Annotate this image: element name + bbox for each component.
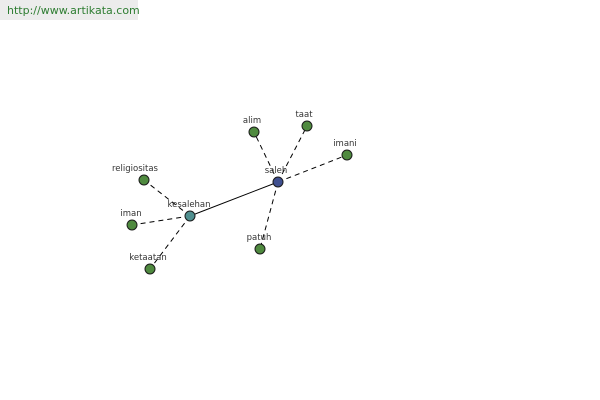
node-label-religiositas: religiositas xyxy=(112,164,159,174)
url-bar: http://www.artikata.com xyxy=(0,0,140,20)
node-label-alim: alim xyxy=(243,116,261,126)
node-label-ketaatan: ketaatan xyxy=(129,253,167,263)
edge-kesalehan-iman xyxy=(131,215,191,226)
node-label-saleh: saleh xyxy=(265,166,288,176)
node-label-taat: taat xyxy=(295,110,313,120)
node-label-iman: iman xyxy=(120,209,141,219)
edge-saleh-taat xyxy=(277,125,308,183)
node-religiositas[interactable] xyxy=(138,174,150,186)
node-iman[interactable] xyxy=(126,219,138,231)
node-kesalehan[interactable] xyxy=(184,210,196,222)
edge-kesalehan-ketaatan xyxy=(149,215,191,270)
node-saleh[interactable] xyxy=(272,176,284,188)
site-url-link[interactable]: http://www.artikata.com xyxy=(7,4,140,17)
edge-saleh-patuh xyxy=(259,181,279,250)
node-ketaatan[interactable] xyxy=(144,263,156,275)
edge-saleh-alim xyxy=(253,131,279,183)
edge-saleh-kesalehan xyxy=(189,181,279,217)
node-label-kesalehan: kesalehan xyxy=(167,200,210,210)
edge-kesalehan-religiositas xyxy=(143,179,191,217)
graph-labels: saleh kesalehan alim taat imani patuh religios… xyxy=(112,110,357,263)
node-taat[interactable] xyxy=(301,120,313,132)
node-label-patuh: patuh xyxy=(247,233,272,243)
edge-saleh-imani xyxy=(277,154,348,183)
node-imani[interactable] xyxy=(341,149,353,161)
node-alim[interactable] xyxy=(248,126,260,138)
node-patuh[interactable] xyxy=(254,243,266,255)
node-label-imani: imani xyxy=(333,139,357,149)
graph-edges xyxy=(131,125,348,270)
graph-nodes xyxy=(126,120,353,275)
